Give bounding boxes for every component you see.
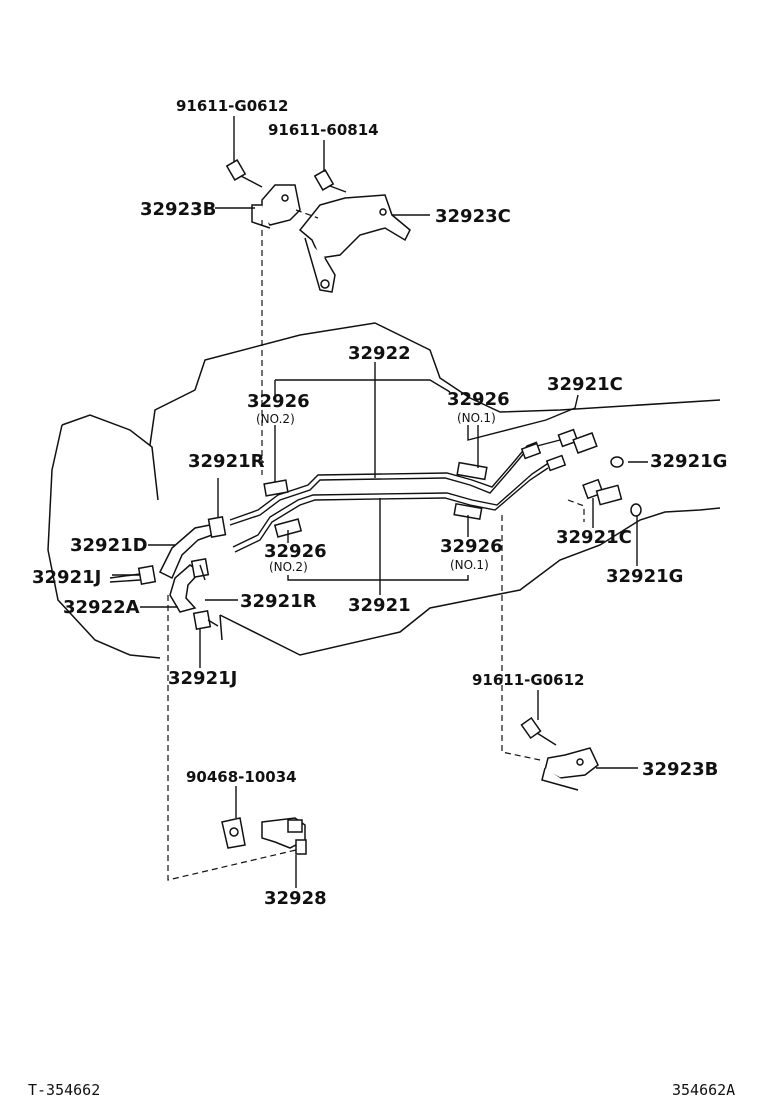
transmission-outline xyxy=(47,322,721,659)
footer-left-code: T-354662 xyxy=(28,1081,100,1099)
clamp-no1-lower-icon xyxy=(453,502,483,521)
clamp-no1-upper-icon xyxy=(456,461,488,481)
label-clamp-no1-upper-sub: (NO.1) xyxy=(457,411,496,425)
gasket-g-upper-icon xyxy=(610,456,624,468)
leader-lines xyxy=(112,116,648,888)
label-clamp-no2-lower-sub: (NO.2) xyxy=(269,560,308,574)
bolt-top-1-icon xyxy=(225,159,263,188)
label-clamp-bottom: 32928 xyxy=(264,888,327,909)
gasket-g-lower-icon xyxy=(630,503,642,517)
label-hose-d: 32921D xyxy=(70,535,148,556)
label-union-c-lower: 32921C xyxy=(556,527,632,548)
label-tube-lower: 32921 xyxy=(348,595,411,616)
tube-assembly-upper xyxy=(229,441,538,526)
clamp-no2-upper-icon xyxy=(263,479,289,497)
label-bracket-b-right: 32923B xyxy=(642,759,718,780)
clamp-bottom-icon xyxy=(261,817,307,855)
label-bolt-top-1: 91611-G0612 xyxy=(176,97,288,115)
label-gasket-g-upper: 32921G xyxy=(650,451,727,472)
label-clip-j-lower: 32921J xyxy=(168,668,237,689)
label-bracket-b-top: 32923B xyxy=(140,199,216,220)
bolt-top-2-icon xyxy=(313,169,347,193)
union-c-upper-icon xyxy=(536,428,598,454)
label-nut: 90468-10034 xyxy=(186,768,297,786)
label-hose-a: 32922A xyxy=(63,597,140,618)
hose-d-icon xyxy=(158,516,227,580)
label-clamp-no2-upper: 32926 xyxy=(247,391,310,412)
label-bolt-top-2: 91611-60814 xyxy=(268,121,379,139)
bracket-b-right-icon xyxy=(541,747,599,791)
bracket-c-icon xyxy=(298,194,411,293)
fitting-end-icon xyxy=(520,442,567,472)
nut-icon xyxy=(221,817,246,849)
label-clamp-no1-lower-sub: (NO.1) xyxy=(450,558,489,572)
label-union-c-upper: 32921C xyxy=(547,374,623,395)
hose-a-icon xyxy=(137,558,212,630)
label-clip-j-left: 32921J xyxy=(32,567,101,588)
bolt-right-icon xyxy=(520,716,557,746)
label-clamp-no2-upper-sub: (NO.2) xyxy=(256,412,295,426)
label-clamp-no1-lower: 32926 xyxy=(440,536,503,557)
label-bracket-c: 32923C xyxy=(435,206,511,227)
label-gasket-g-lower: 32921G xyxy=(606,566,683,587)
label-tube-upper: 32922 xyxy=(348,343,411,364)
footer-right-code: 354662A xyxy=(672,1081,735,1099)
bracket-b-top-icon xyxy=(251,184,301,229)
label-clip-r-upper: 32921R xyxy=(188,451,265,472)
label-clamp-no2-lower: 32926 xyxy=(264,541,327,562)
label-bolt-right: 91611-G0612 xyxy=(472,671,584,689)
label-clip-r-lower: 32921R xyxy=(240,591,317,612)
union-c-lower-icon xyxy=(582,478,623,506)
clamp-no2-lower-icon xyxy=(273,518,303,538)
label-clamp-no1-upper: 32926 xyxy=(447,389,510,410)
